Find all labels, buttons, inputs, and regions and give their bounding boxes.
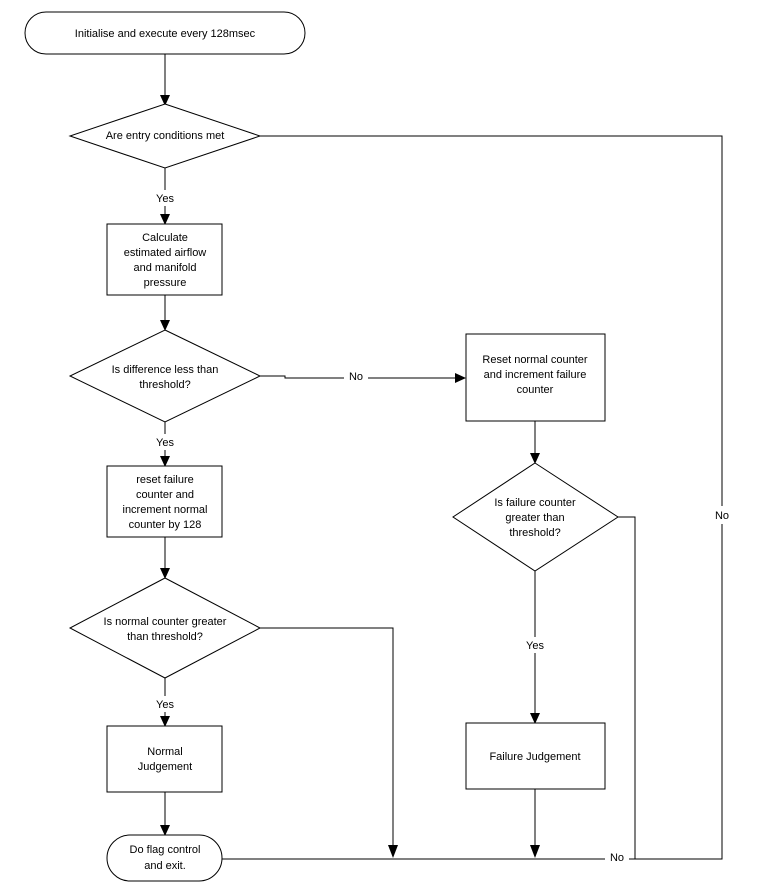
calculate-estimates-line-1: Calculate [142, 232, 188, 244]
normal-judgement-line-2: Judgement [138, 761, 192, 773]
node-difference-threshold[interactable]: Is difference less than threshold? [68, 329, 262, 423]
svg-text:Yes: Yes [156, 437, 174, 449]
reset-failure-counter-process-shape[interactable] [106, 465, 223, 538]
svg-text:No: No [610, 852, 624, 864]
edge-failure-counter-no [618, 516, 636, 859]
svg-text:Yes: Yes [156, 699, 174, 711]
reset-normal-counter-line-3: counter [517, 384, 554, 396]
node-reset-failure-counter[interactable]: reset failure counter and increment norm… [106, 465, 223, 538]
edge-label-difference-yes: Yes [152, 434, 178, 450]
exit-line-1: Do flag control [130, 844, 201, 856]
normal-counter-threshold-decision-shape[interactable] [68, 577, 262, 679]
edge-calculate-to-difference [160, 295, 170, 331]
failure-judgement-label: Failure Judgement [489, 751, 580, 763]
failure-counter-threshold-line-2: greater than [505, 512, 564, 524]
reset-failure-counter-line-3: increment normal [123, 504, 208, 516]
node-reset-normal-counter[interactable]: Reset normal counter and increment failu… [465, 333, 606, 422]
edge-normal-judgement-to-exit [160, 792, 170, 836]
node-entry-conditions[interactable]: Are entry conditions met [68, 103, 262, 169]
normal-counter-threshold-line-1: Is normal counter greater [104, 616, 227, 628]
reset-failure-counter-line-4: counter by 128 [129, 519, 202, 531]
calculate-estimates-line-3: and manifold [134, 262, 197, 274]
node-failure-counter-threshold[interactable]: Is failure counter greater than threshol… [452, 462, 619, 572]
normal-judgement-line-1: Normal [147, 746, 182, 758]
edge-start-to-entry [160, 54, 170, 106]
node-failure-judgement[interactable]: Failure Judgement [465, 722, 606, 790]
reset-failure-counter-line-2: counter and [136, 489, 194, 501]
difference-threshold-line-1: Is difference less than [112, 364, 219, 376]
node-start[interactable]: Initialise and execute every 128msec [24, 11, 306, 55]
start-terminator-shape[interactable] [24, 11, 306, 55]
failure-counter-threshold-line-3: threshold? [509, 527, 560, 539]
edge-label-difference-no: No [344, 369, 368, 385]
node-layer: Initialise and execute every 128msec Are… [24, 11, 619, 882]
svg-text:Yes: Yes [526, 640, 544, 652]
reset-normal-counter-line-1: Reset normal counter [482, 354, 587, 366]
calculate-estimates-line-4: pressure [144, 277, 187, 289]
normal-counter-threshold-line-2: than threshold? [127, 631, 203, 643]
reset-normal-counter-line-2: and increment failure [484, 369, 587, 381]
edge-reset-failure-to-normal-check [160, 537, 170, 579]
difference-threshold-decision-shape[interactable] [68, 329, 262, 423]
edge-reset-normal-to-failure-check [530, 421, 540, 464]
node-calculate-estimates[interactable]: Calculate estimated airflow and manifold… [106, 223, 223, 296]
svg-text:Yes: Yes [156, 193, 174, 205]
edge-label-layer: Yes No No Yes Yes Yes [152, 190, 733, 866]
edge-layer [160, 54, 723, 864]
edge-difference-no [260, 373, 466, 383]
edge-label-normal-counter-yes: Yes [152, 696, 178, 712]
node-normal-counter-threshold[interactable]: Is normal counter greater than threshold… [68, 577, 262, 679]
reset-failure-counter-line-1: reset failure [136, 474, 193, 486]
svg-text:No: No [349, 371, 363, 383]
failure-judgement-process-shape[interactable] [465, 722, 606, 790]
calculate-estimates-line-2: estimated airflow [124, 247, 207, 259]
calculate-estimates-process-shape[interactable] [106, 223, 223, 296]
node-exit[interactable]: Do flag control and exit. [106, 834, 223, 882]
edge-label-failure-counter-yes: Yes [522, 637, 548, 653]
entry-conditions-label: Are entry conditions met [106, 130, 225, 142]
exit-line-2: and exit. [144, 860, 186, 872]
svg-text:No: No [715, 510, 729, 522]
node-normal-judgement[interactable]: Normal Judgement [106, 725, 223, 793]
edge-label-entry-no: No [711, 506, 733, 524]
edge-label-entry-yes: Yes [152, 190, 178, 206]
edge-failure-judgement-to-exit [530, 789, 540, 858]
failure-counter-threshold-decision-shape[interactable] [452, 462, 619, 572]
failure-counter-threshold-line-1: Is failure counter [494, 497, 576, 509]
normal-judgement-process-shape[interactable] [106, 725, 223, 793]
difference-threshold-line-2: threshold? [139, 379, 190, 391]
exit-terminator-shape[interactable] [106, 834, 223, 882]
start-label: Initialise and execute every 128msec [75, 28, 256, 40]
edge-normal-counter-no [260, 627, 398, 858]
edge-entry-no [200, 135, 723, 864]
edge-label-failure-counter-no: No [605, 850, 629, 866]
entry-conditions-decision-shape[interactable] [68, 103, 262, 169]
reset-normal-counter-process-shape[interactable] [465, 333, 606, 422]
